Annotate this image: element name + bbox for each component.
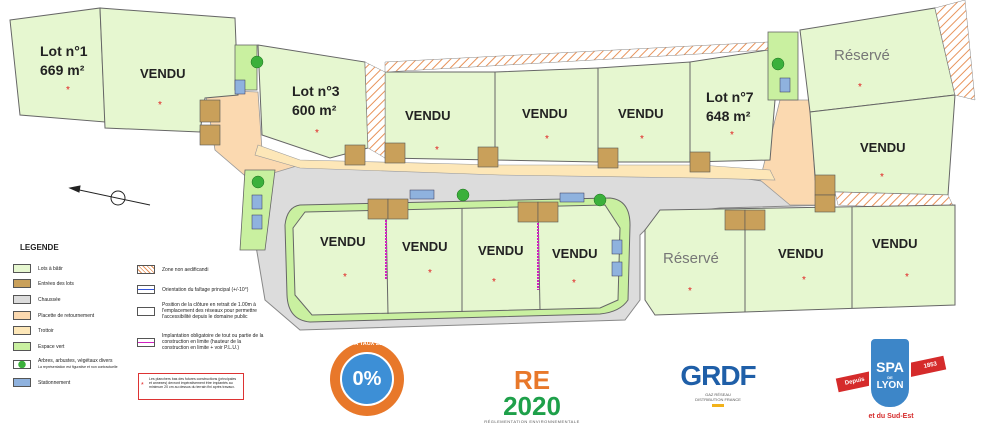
re-text: RE xyxy=(513,365,551,395)
svg-text:*: * xyxy=(572,278,576,289)
grdf-logo: GRDF GAZ RÉSEAU DISTRIBUTION FRANCE xyxy=(678,362,758,407)
non-building-zone xyxy=(364,61,386,159)
svg-text:*: * xyxy=(905,272,909,283)
svg-text:*: * xyxy=(343,272,347,283)
svg-text:*: * xyxy=(858,82,862,93)
ptz-arc-text: PRÊT À TAUX ZÉRO + xyxy=(338,341,396,347)
tree-icon xyxy=(251,175,265,189)
spa-city: LYON xyxy=(876,380,904,391)
legend-item: Lots à bâtir xyxy=(13,264,63,273)
legend-item: Chaussée xyxy=(13,295,61,304)
svg-text:*: * xyxy=(428,268,432,279)
lot-5-status: VENDU xyxy=(522,106,568,121)
green-space xyxy=(239,169,276,251)
lot-3-area: 600 m² xyxy=(292,102,337,118)
legend-label: Zone non aedificandi xyxy=(162,266,209,273)
lot-6-status: VENDU xyxy=(618,106,664,121)
spa-de: DE xyxy=(887,375,893,380)
spa-logo: Depuis 1853 SPA DE LYON et du Sud-Est xyxy=(835,325,947,430)
lot-10-status: VENDU xyxy=(320,234,366,249)
lot-2-status: VENDU xyxy=(140,66,186,81)
spa-name: SPA xyxy=(876,359,904,375)
tree-icon xyxy=(250,55,264,69)
lot-9-status: VENDU xyxy=(860,140,906,155)
legend-label: Implantation obligatoire de tout ou part… xyxy=(162,333,264,351)
svg-text:*: * xyxy=(158,100,162,111)
svg-text:*: * xyxy=(802,275,806,286)
parking-spaces xyxy=(234,77,791,277)
lot-7-area: 648 m² xyxy=(706,108,751,124)
legend-label: Arbres, arbustes, végétaux divers xyxy=(38,358,113,364)
legend-item: Implantation obligatoire de tout ou part… xyxy=(137,333,267,351)
lot-1-area: 669 m² xyxy=(40,62,85,78)
lot-16-status: VENDU xyxy=(872,236,918,251)
legend-label: Entrées des lots xyxy=(38,280,74,287)
grdf-sub: GAZ RÉSEAU DISTRIBUTION FRANCE xyxy=(695,392,741,402)
svg-text:*: * xyxy=(880,172,884,183)
lot-4-status: VENDU xyxy=(405,108,451,123)
note-text: Les planchers bas des futures constructi… xyxy=(149,377,237,389)
re2020-sub: RÉGLEMENTATION ENVIRONNEMENTALE xyxy=(484,419,580,424)
north-arrow-icon xyxy=(68,185,151,206)
tree-icon xyxy=(771,57,785,71)
svg-text:*: * xyxy=(315,128,319,139)
legend-label: Chaussée xyxy=(38,296,61,303)
floor-level-markers: * * * * * * * * * * * * * * * * xyxy=(66,82,909,297)
spa-since: Depuis xyxy=(844,376,866,387)
lot-15-status: VENDU xyxy=(778,246,824,261)
legend-item: Stationnement xyxy=(13,378,70,387)
legend-label: Lots à bâtir xyxy=(38,265,63,272)
lot-1-name: Lot n°1 xyxy=(40,43,88,59)
svg-text:*: * xyxy=(688,286,692,297)
lot-7-name: Lot n°7 xyxy=(706,89,754,105)
legend-sublabel: La représentation est figurative et non … xyxy=(38,365,118,369)
lot-13-status: VENDU xyxy=(552,246,598,261)
legend-item: Espace vert xyxy=(13,342,64,351)
legend-item: Zone non aedificandi xyxy=(137,265,257,274)
lot-14-status: Réservé xyxy=(663,250,719,267)
legend: LEGENDE Lots à bâtir Entrées des lots Ch… xyxy=(10,240,330,430)
legend-item: Position de la clôture en retrait de 1.0… xyxy=(137,302,267,320)
tree-icon xyxy=(593,193,607,207)
ptz-value: 0% xyxy=(340,352,394,406)
lot-3-name: Lot n°3 xyxy=(292,83,340,99)
legend-label: Placette de retournement xyxy=(38,312,95,319)
legend-title: LEGENDE xyxy=(20,243,59,252)
legend-label: Orientation du faîtage principal (+/-10°… xyxy=(162,286,249,293)
legend-item: Entrées des lots xyxy=(13,279,74,288)
svg-text:*: * xyxy=(640,134,644,145)
svg-text:*: * xyxy=(492,277,496,288)
floor-level-note: *Les planchers bas des futures construct… xyxy=(138,373,244,400)
legend-label: Position de la clôture en retrait de 1.0… xyxy=(162,302,257,320)
re2020-logo: RE 2020 RÉGLEMENTATION ENVIRONNEMENTALE xyxy=(482,355,582,424)
legend-item: Orientation du faîtage principal (+/-10°… xyxy=(137,285,277,294)
tree-icon xyxy=(456,188,470,202)
legend-label: Espace vert xyxy=(38,343,65,350)
lot-7-parcel[interactable] xyxy=(689,49,776,163)
legend-item: Trottoir xyxy=(13,326,54,335)
svg-text:*: * xyxy=(66,85,70,96)
spa-year: 1853 xyxy=(923,361,938,370)
lot-8-status: Réservé xyxy=(834,47,890,64)
legend-label: Stationnement xyxy=(38,379,71,386)
lot-12-status: VENDU xyxy=(478,243,524,258)
lot-entrances xyxy=(199,99,836,231)
svg-text:*: * xyxy=(545,134,549,145)
svg-text:*: * xyxy=(730,130,734,141)
svg-text:*: * xyxy=(435,145,439,156)
legend-item: Placette de retournement xyxy=(13,311,94,320)
ptz-logo: 0% PRÊT À TAUX ZÉRO + xyxy=(330,341,404,416)
lot-11-status: VENDU xyxy=(402,239,448,254)
non-building-zone xyxy=(934,0,976,101)
year-text: 2020 xyxy=(503,391,561,421)
bottom-block-east xyxy=(644,204,956,316)
legend-label: Trottoir xyxy=(38,327,54,334)
sidewalk xyxy=(254,144,776,181)
grdf-name: GRDF xyxy=(680,360,756,391)
spa-region: et du Sud-Est xyxy=(868,413,914,420)
